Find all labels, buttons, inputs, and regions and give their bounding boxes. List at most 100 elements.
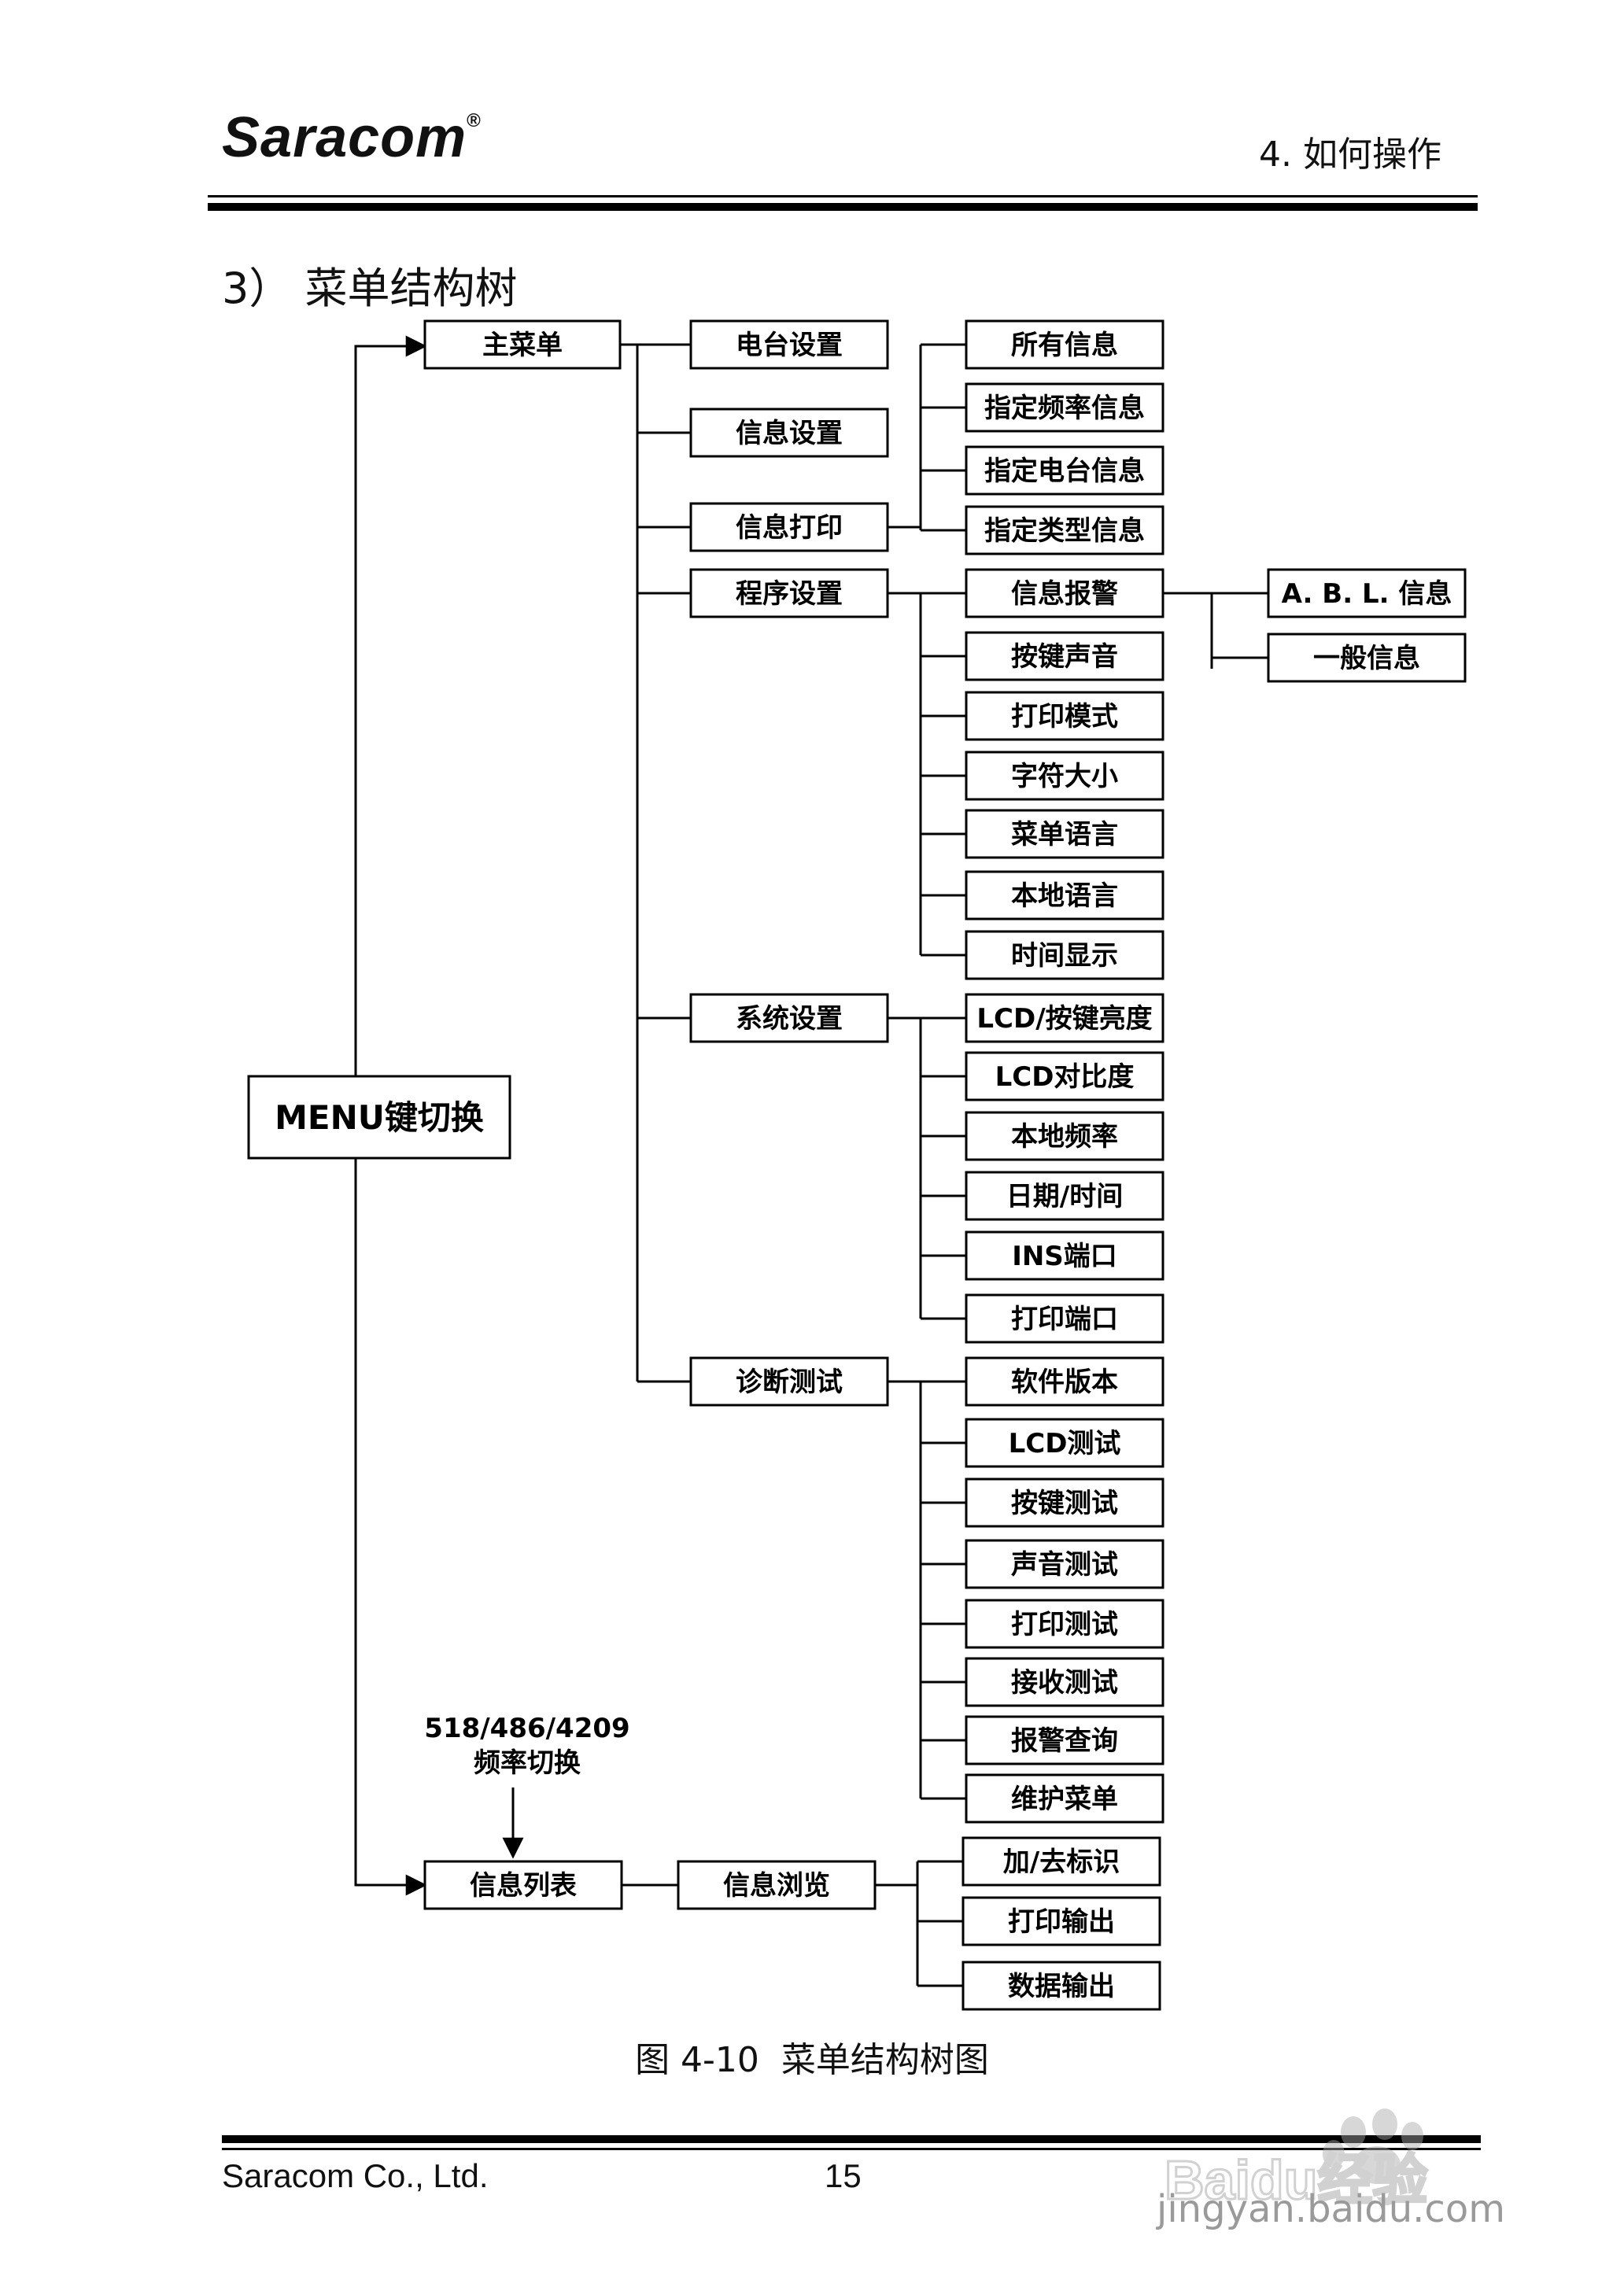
message-setup-node-label: 信息设置 — [736, 418, 843, 449]
diagnostic-option-item-0: 软件版本 — [965, 1356, 1164, 1407]
system-option-item-2-label: 本地频率 — [1011, 1121, 1118, 1153]
freq-note-line1: 518/486/4209 — [424, 1713, 629, 1744]
diagnostic-option-item-6: 报警查询 — [965, 1715, 1164, 1765]
system-option-item-2: 本地频率 — [965, 1111, 1164, 1161]
system-setup-node-label: 系统设置 — [736, 1003, 843, 1035]
chapter-title: 4. 如何操作 — [1259, 135, 1441, 175]
browse-option-0: 加/去标识 — [961, 1836, 1161, 1887]
alarm-option-1-label: 一般信息 — [1313, 643, 1420, 674]
footer-rule-thick — [222, 2135, 1481, 2143]
browse-option-1-label: 打印输出 — [1008, 1906, 1115, 1938]
program-option-item-0-label: 信息报警 — [1011, 578, 1118, 610]
print-option-item-0-label: 所有信息 — [1011, 330, 1118, 361]
program-option-item-6-label: 时间显示 — [1011, 940, 1118, 972]
diagnostic-test-node-label: 诊断测试 — [736, 1367, 843, 1398]
browse-option-0-label: 加/去标识 — [1003, 1846, 1120, 1878]
figure-label: 图 4-10 — [635, 2040, 759, 2080]
program-option-item-1-label: 按键声音 — [1011, 641, 1118, 673]
baidu-watermark: Baidu经验 — [1164, 2108, 1429, 2212]
diagnostic-option-item-1: LCD测试 — [965, 1418, 1164, 1468]
system-setup-node: 系统设置 — [689, 993, 889, 1043]
main-menu-trunk — [620, 343, 639, 1382]
message-list-node: 信息列表 — [423, 1860, 623, 1910]
system-option-item-3: 日期/时间 — [965, 1171, 1164, 1221]
figure-title: 菜单结构树图 — [781, 2040, 989, 2080]
program-option-item-3-label: 字符大小 — [1011, 761, 1118, 792]
system-option-item-1-label: LCD对比度 — [995, 1061, 1135, 1093]
program-option-item-5: 本地语言 — [965, 870, 1164, 920]
footer-rule-thin — [222, 2148, 1481, 2150]
program-option-item-4-label: 菜单语言 — [1011, 819, 1118, 850]
diagnostic-option-item-5-label: 接收测试 — [1011, 1667, 1118, 1699]
watermark-brand: Baidu经验 — [1164, 2149, 1427, 2211]
diagnostic-option-item-4: 打印测试 — [965, 1599, 1164, 1649]
header-rule-thick — [208, 203, 1478, 211]
diagnostic-option-item-2: 按键测试 — [965, 1478, 1164, 1528]
alarm-option-1: 一般信息 — [1267, 633, 1467, 683]
diagnostic-option-item-1-label: LCD测试 — [1009, 1428, 1121, 1459]
message-browse-node: 信息浏览 — [677, 1860, 877, 1910]
program-option-item-6: 时间显示 — [965, 930, 1164, 980]
diagnostic-option-item-4-label: 打印测试 — [1011, 1609, 1118, 1640]
program-option-item-5-label: 本地语言 — [1011, 880, 1118, 912]
message-setup-node: 信息设置 — [689, 408, 889, 458]
message-print-node-label: 信息打印 — [736, 512, 843, 544]
menu-key-switch-node-label: MENU键切换 — [275, 1098, 484, 1137]
alarm-option-0-label: A. B. L. 信息 — [1282, 578, 1452, 610]
browse-option-2: 数据输出 — [961, 1961, 1161, 2011]
figure-caption: 图 4-10 菜单结构树图 — [0, 2031, 1624, 2082]
system-option-item-5: 打印端口 — [965, 1293, 1164, 1344]
program-setup-node-label: 程序设置 — [736, 578, 843, 610]
system-option-item-4: INS端口 — [965, 1230, 1164, 1281]
watermark-url: jingyan.baidu.com — [1157, 2187, 1505, 2231]
browse-option-2-label: 数据输出 — [1008, 1971, 1115, 2002]
diagnostic-option-item-7-label: 维护菜单 — [1011, 1784, 1118, 1815]
station-setup-node-label: 电台设置 — [736, 330, 843, 361]
system-option-item-0: LCD/按键亮度 — [965, 993, 1164, 1043]
print-option-item-1: 指定频率信息 — [965, 382, 1164, 433]
system-option-item-0-label: LCD/按键亮度 — [976, 1003, 1152, 1035]
footer-page-number: 15 — [825, 2157, 862, 2194]
diagnostic-option-item-7: 维护菜单 — [965, 1773, 1164, 1824]
connector-lines — [354, 335, 1268, 1987]
footer-company: Saracom Co., Ltd. — [222, 2157, 489, 2194]
diagnostic-option-item-2-label: 按键测试 — [1011, 1488, 1118, 1519]
program-option-item-4: 菜单语言 — [965, 809, 1164, 859]
root-to-message-list-connector — [354, 1158, 427, 1896]
menu-key-switch-node: MENU键切换 — [247, 1075, 511, 1160]
system-option-item-4-label: INS端口 — [1012, 1241, 1117, 1272]
message-browse-node-label: 信息浏览 — [723, 1870, 830, 1902]
main-menu-node: 主菜单 — [423, 319, 622, 370]
print-option-item-1-label: 指定频率信息 — [984, 393, 1145, 424]
program-option-item-0: 信息报警 — [965, 568, 1164, 618]
main-menu-node-label: 主菜单 — [482, 330, 563, 361]
diagnostic-option-item-3: 声音测试 — [965, 1539, 1164, 1589]
print-option-item-3-label: 指定类型信息 — [984, 515, 1145, 547]
print-option-item-2-label: 指定电台信息 — [984, 456, 1145, 487]
print-option-item-0: 所有信息 — [965, 319, 1164, 370]
station-setup-node: 电台设置 — [689, 319, 889, 370]
browse-option-1: 打印输出 — [961, 1896, 1161, 1946]
message-list-node-label: 信息列表 — [470, 1870, 577, 1902]
diagnostic-test-node: 诊断测试 — [689, 1356, 889, 1407]
header-rule-thin — [208, 195, 1478, 197]
saracom-logo: Saracom® — [222, 105, 482, 170]
registered-mark: ® — [467, 110, 482, 131]
freq-note-line2: 频率切换 — [474, 1747, 581, 1779]
program-option-item-2: 打印模式 — [965, 691, 1164, 741]
diagnostic-option-item-0-label: 软件版本 — [1011, 1367, 1118, 1398]
print-option-item-2: 指定电台信息 — [965, 445, 1164, 496]
message-print-node: 信息打印 — [689, 502, 889, 552]
program-setup-node: 程序设置 — [689, 568, 889, 618]
program-option-item-3: 字符大小 — [965, 751, 1164, 801]
program-option-item-1: 按键声音 — [965, 631, 1164, 681]
program-option-item-2-label: 打印模式 — [1011, 701, 1118, 732]
diagnostic-option-item-3-label: 声音测试 — [1011, 1549, 1118, 1581]
print-option-item-3: 指定类型信息 — [965, 505, 1164, 555]
system-option-item-5-label: 打印端口 — [1011, 1304, 1118, 1335]
alarm-trunk — [1163, 592, 1213, 669]
diagnostic-option-item-6-label: 报警查询 — [1011, 1725, 1118, 1757]
